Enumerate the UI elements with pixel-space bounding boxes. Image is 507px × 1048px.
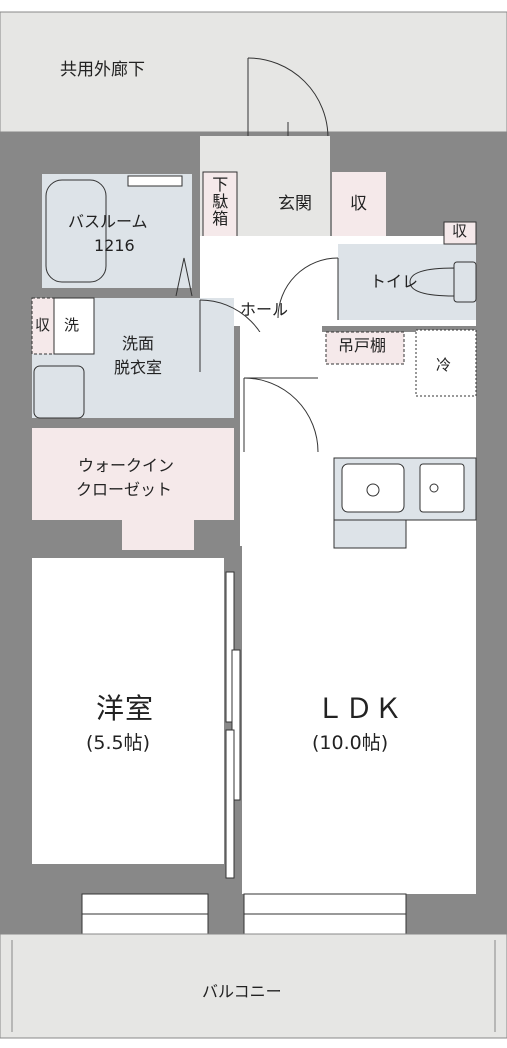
bathroom-door (175, 257, 193, 297)
walk-in-closet-label-line1: ウォークイン (78, 456, 175, 475)
western-room-size-label: (5.5帖) (86, 732, 151, 754)
washroom-storage-label: 収 (35, 316, 51, 334)
sink-drain (366, 483, 380, 497)
ldk-size-label: (10.0帖) (312, 732, 389, 754)
washer-label: 洗 (64, 316, 80, 334)
fridge-space (415, 329, 477, 397)
toilet-storage-box (443, 221, 477, 245)
balcony-rails (11, 940, 496, 1032)
fridge-label: 冷 (436, 356, 452, 374)
wash-basin (33, 365, 85, 419)
walk-in-closet-label-line2: クローゼット (76, 480, 173, 499)
kitchen-sink (341, 463, 405, 513)
western-room-label: 洋室 (96, 692, 155, 725)
balcony-label: バルコニー (202, 982, 282, 1001)
corridor-area (0, 11, 507, 133)
shoe-box-label: 下駄箱 (209, 176, 229, 227)
bathroom-size-label: 1216 (94, 236, 135, 255)
stove (419, 463, 465, 513)
western-room (32, 558, 224, 864)
bathroom-label: バスルーム (68, 212, 148, 231)
entrance-label: 玄関 (278, 194, 312, 214)
entrance-storage-label: 収 (350, 194, 367, 214)
corridor-label: 共用外廊下 (60, 60, 145, 80)
toilet-door (277, 257, 339, 320)
sliding-partition (225, 571, 241, 879)
toilet-fixture (409, 261, 477, 303)
walk-in-closet (32, 428, 234, 520)
entrance-storage-box (332, 172, 386, 236)
ldk-door (243, 377, 319, 453)
bathroom-shelf (127, 175, 183, 187)
toilet-storage-label: 収 (452, 222, 468, 240)
balcony-area (0, 933, 507, 1039)
hall-label: ホール (240, 300, 289, 319)
ldk-label: ＬＤＫ (316, 692, 404, 725)
kitchen-extension (333, 519, 407, 549)
toilet-label: トイレ (370, 272, 419, 291)
washer-space (53, 297, 95, 355)
washroom-label-line1: 洗面 (122, 334, 155, 353)
stove-burner (429, 483, 439, 493)
walk-in-closet-entry (122, 520, 194, 550)
washroom-label-line2: 脱衣室 (114, 358, 163, 377)
ldk-room (242, 332, 476, 894)
bathtub (45, 179, 107, 283)
hanging-cabinet (325, 331, 405, 365)
balcony-windows (81, 893, 407, 935)
hanging-cabinet-label: 吊戸棚 (338, 336, 387, 355)
